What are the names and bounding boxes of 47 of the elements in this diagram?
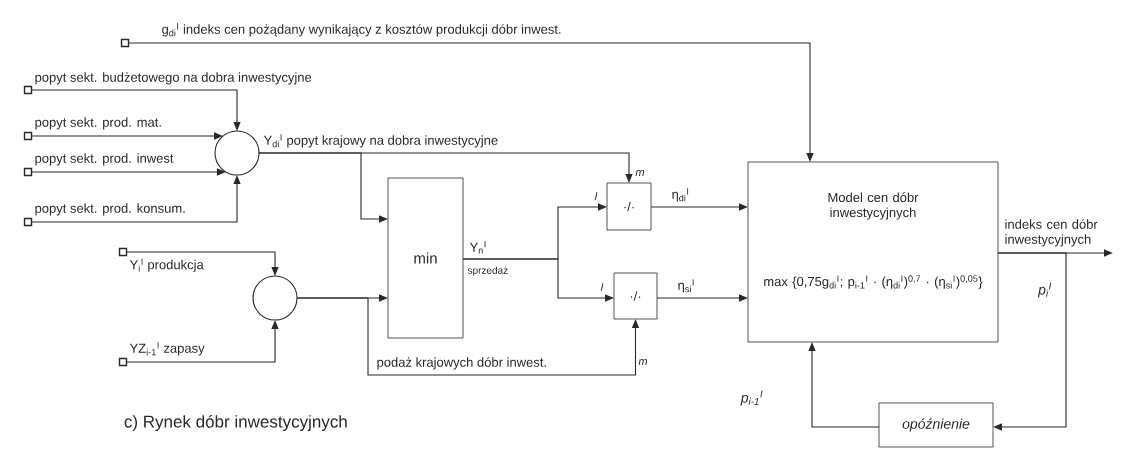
input-terminal [23,131,33,141]
model-box: Model cen dóbr inwestycyjnych max {0,75g$_{di}$$^{I}$; p$_{i-1}$$^{I}$ · (η$_{di}$$^{I}$)$^{0,7}$ · (η$_{si}$$^{I}$)$^{0,05}$} [747,161,999,343]
arrow [656,294,748,302]
edge-label: popyt sekt. prod. konsum. [33,202,187,217]
arrow [128,42,814,162]
input-terminal [23,167,33,177]
signal-label: m [638,359,648,365]
edge-label: Y$_{i}$$^{I}$ produkcja [128,257,205,273]
edge-label: η$_{si}$I [676,278,696,294]
edge-label: podaż krajowych dóbr inwest. [375,356,549,371]
divide-box: ·/· [606,182,652,231]
signal-label: p$_{i}$I [1037,282,1052,298]
arrow [126,320,279,363]
arrow [808,342,880,428]
arrow [650,203,748,211]
edge-label: Y$_{di}$$^{I}$ popyt krajowy na dobra inwestycyjne [262,133,500,149]
input-terminal [23,85,33,95]
arrow [31,132,223,140]
arrow [462,258,614,302]
arrow [31,89,241,131]
caption: c) Rynek dóbr inwestycyjnych [124,414,347,431]
signal-label: I [600,283,604,291]
edge-label: popyt sekt. prod. inwest [33,152,175,167]
edge-label: popyt sekt. budżetowego na dobra inwestycyjne [33,71,313,86]
input-terminal [23,217,33,227]
arrow [993,252,1067,431]
arrow [126,251,279,276]
signal-label: I [594,192,598,200]
edge-label: popyt sekt. prod. mat. [33,116,163,131]
min-box: min [387,177,464,339]
delay-box: opóźnienie [878,402,994,448]
edge-label: Y$_{n}$I [468,240,488,255]
signal-label: sprzedaż [467,266,508,276]
edge-label: g$_{di}$$^{I}$ indeks cen pożądany wynikający z kosztów produkcji dóbr inwest. [160,22,563,38]
input-terminal [120,38,130,48]
edge-label: η$_{di}$I [670,187,691,203]
input-terminal [118,247,128,257]
arrow [31,175,241,223]
edge-label: YZ$_{i-1}$$^{I}$ zapasy [128,341,206,357]
input-terminal [118,357,128,367]
edge-label: p$_{i-1}$I [739,389,765,407]
summing-circle [252,275,298,321]
signal-label: m [635,170,645,176]
arrow [258,152,633,183]
divide-box: ·/· [613,272,658,320]
edge-label: indeks cen dóbr inwestycyjnych [1003,218,1106,248]
summing-circle [214,130,260,176]
